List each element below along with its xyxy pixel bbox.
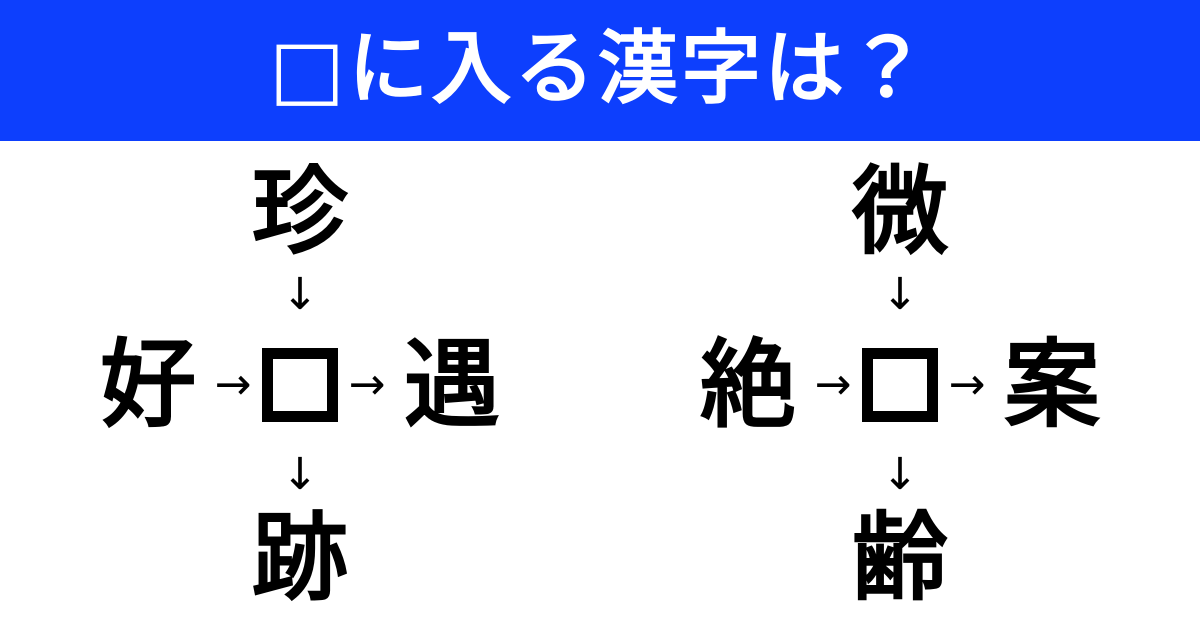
puzzle-left-middle-row: 好 → → 遇 bbox=[0, 326, 600, 444]
kanji-right: 案 bbox=[1004, 328, 1100, 441]
puzzle-left-right-cell: 遇 bbox=[396, 333, 508, 437]
arrow-right-icon: → bbox=[814, 358, 852, 410]
puzzle-right-top-cell: 微 bbox=[845, 160, 955, 264]
answer-box-left[interactable] bbox=[262, 347, 338, 422]
puzzle-right-left-cell: 絶 bbox=[692, 333, 804, 437]
kanji-top: 珍 bbox=[252, 155, 348, 268]
puzzle-left-bottom-row: 跡 bbox=[0, 506, 600, 610]
arrow-down-icon: ↓ bbox=[281, 448, 319, 500]
puzzle-right-bottom-row: 齢 bbox=[600, 506, 1200, 610]
puzzle-right-top-row: 微 bbox=[600, 160, 1200, 264]
puzzle-board: 珍 ↓ 好 → → 遇 bbox=[0, 141, 1200, 628]
header-banner: □に入る漢字は？ bbox=[0, 0, 1200, 141]
puzzle-left-arrow-down-top-row: ↓ bbox=[0, 264, 600, 326]
kanji-right: 遇 bbox=[404, 328, 500, 441]
page-title: □に入る漢字は？ bbox=[269, 21, 931, 115]
puzzle-right: 微 ↓ 絶 → → 案 bbox=[600, 141, 1200, 628]
puzzle-right-arrow-down-bottom-row: ↓ bbox=[600, 444, 1200, 506]
puzzle-right-arrow-down-top-row: ↓ bbox=[600, 264, 1200, 326]
kanji-bottom: 跡 bbox=[252, 501, 348, 614]
kanji-left: 絶 bbox=[700, 328, 796, 441]
kanji-bottom: 齢 bbox=[852, 501, 948, 614]
arrow-down-icon: ↓ bbox=[881, 448, 919, 500]
puzzle-left: 珍 ↓ 好 → → 遇 bbox=[0, 141, 600, 628]
kanji-left: 好 bbox=[100, 328, 196, 441]
puzzle-right-middle-row: 絶 → → 案 bbox=[600, 326, 1200, 444]
kanji-top: 微 bbox=[852, 155, 948, 268]
puzzle-left-top-row: 珍 bbox=[0, 160, 600, 264]
arrow-right-icon: → bbox=[348, 358, 386, 410]
puzzle-left-bottom-cell: 跡 bbox=[245, 506, 355, 610]
answer-box-right[interactable] bbox=[862, 347, 938, 422]
arrow-right-icon: → bbox=[214, 358, 252, 410]
puzzle-right-right-cell: 案 bbox=[996, 333, 1108, 437]
arrow-down-icon: ↓ bbox=[881, 268, 919, 320]
arrow-right-icon: → bbox=[948, 358, 986, 410]
puzzle-left-top-cell: 珍 bbox=[245, 160, 355, 264]
puzzle-left-arrow-down-bottom-row: ↓ bbox=[0, 444, 600, 506]
arrow-down-icon: ↓ bbox=[281, 268, 319, 320]
puzzle-left-left-cell: 好 bbox=[92, 333, 204, 437]
puzzle-right-bottom-cell: 齢 bbox=[845, 506, 955, 610]
